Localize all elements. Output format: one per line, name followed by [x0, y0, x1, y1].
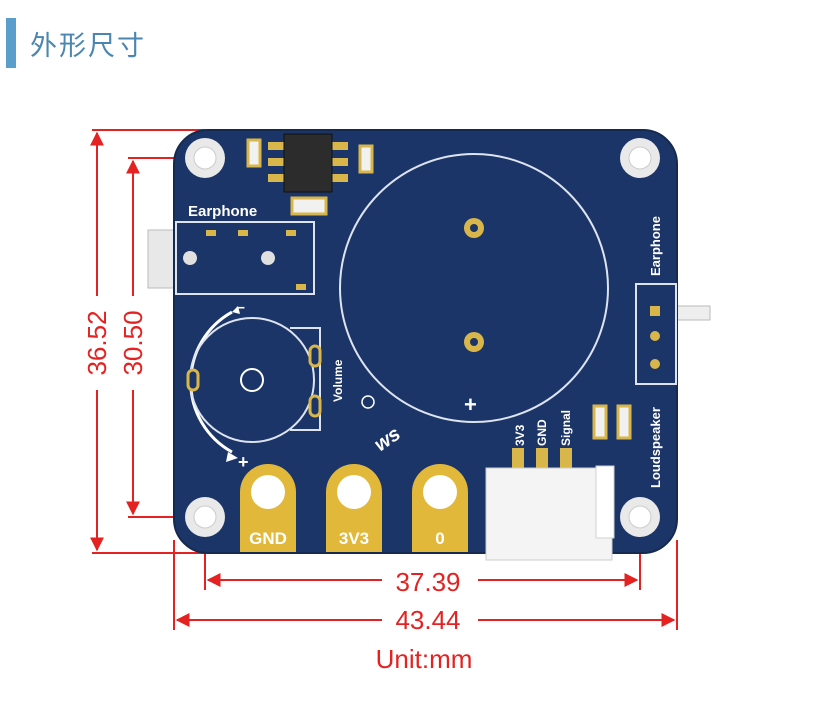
jack-protrusion	[147, 229, 177, 289]
smd-component	[616, 404, 632, 440]
volume-potentiometer	[186, 306, 322, 462]
side-plug	[675, 305, 711, 321]
hole-height-bg	[116, 296, 150, 390]
pad-label-3v3: 3V3	[339, 529, 369, 548]
side-connector	[635, 283, 677, 385]
header-accent-bar	[6, 18, 16, 68]
connector-latch	[595, 465, 615, 539]
hole-width-bg	[382, 568, 478, 594]
unit-label: Unit:mm	[376, 644, 473, 674]
outer-height-bg	[80, 296, 114, 390]
side-earphone-label: Earphone	[648, 216, 663, 276]
amplifier-chip	[246, 133, 374, 216]
outer-width-value: 43.44	[395, 605, 460, 635]
connector-pin-label-signal: Signal	[559, 410, 573, 446]
volume-plus-sign: +	[238, 452, 249, 472]
edge-pads	[240, 464, 468, 552]
registered-mark-icon	[361, 395, 375, 409]
earphone-jack	[175, 221, 315, 295]
pad-label-0: 0	[435, 529, 444, 548]
pcb-board: Earphone – + Volume ws	[147, 129, 711, 561]
earphone-label: Earphone	[188, 203, 257, 220]
connector-pin-label-gnd: GND	[535, 419, 549, 446]
smd-component	[592, 404, 608, 440]
mounting-holes	[185, 138, 660, 537]
speaker-plus-sign: +	[464, 392, 477, 417]
connector-housing	[485, 467, 613, 561]
page-title: 外形尺寸	[30, 31, 146, 62]
pad-label-gnd: GND	[249, 529, 287, 548]
speaker	[339, 153, 609, 423]
volume-label: Volume	[331, 359, 345, 402]
side-loudspeaker-label: Loudspeaker	[648, 407, 663, 488]
hole-width-value: 37.39	[395, 567, 460, 597]
outer-height-value: 36.52	[82, 310, 112, 375]
connector-pin-label-3v3: 3V3	[513, 424, 527, 446]
volume-minus-sign: –	[236, 299, 245, 316]
outer-width-bg	[382, 606, 478, 632]
hole-height-value: 30.50	[118, 310, 148, 375]
